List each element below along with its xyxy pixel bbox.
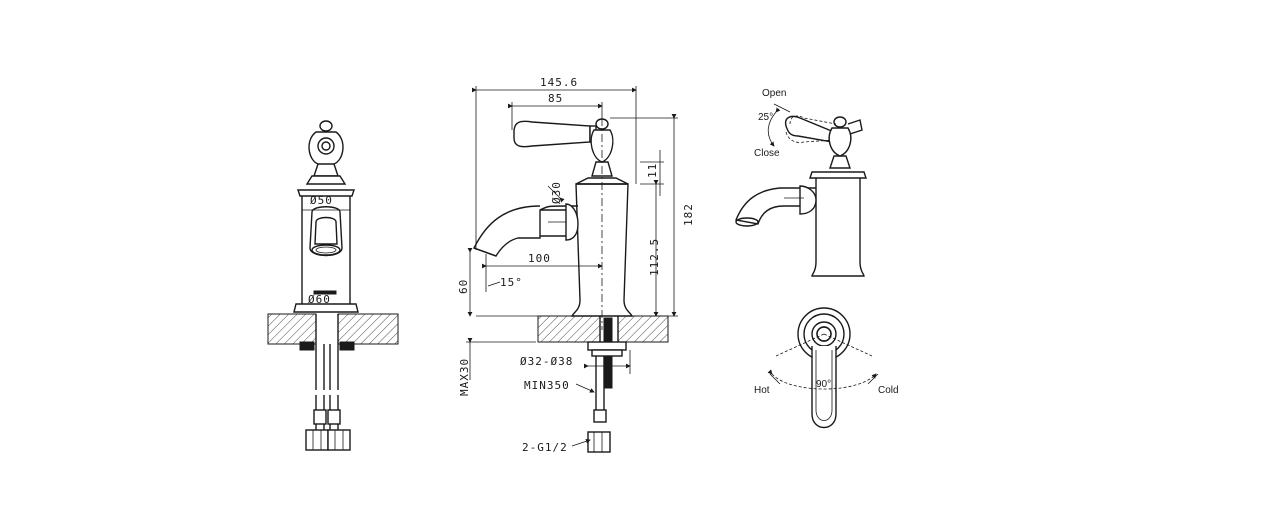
faucet-body-side [570, 118, 634, 330]
label-lever-angle: 25° [758, 112, 773, 123]
dim-spout-height: 60 [457, 279, 470, 294]
dim-hole-diameter: Ø32-Ø38 [520, 355, 573, 368]
label-open: Open [762, 88, 786, 99]
brand-logo [313, 290, 337, 295]
dim-max-deck: MAX30 [458, 358, 471, 396]
dim-total-depth: 145.6 [540, 76, 578, 89]
rotation-arc [767, 333, 879, 390]
top-view: Hot 90° Cold [754, 307, 899, 429]
dim-spout-diameter: Ø30 [550, 181, 563, 204]
label-close: Close [754, 148, 780, 159]
dim-min-hose: MIN350 [524, 379, 570, 392]
side-dimension-lines [466, 86, 678, 447]
dim-body-height: 112.5 [648, 238, 661, 276]
lever-handle-positions [767, 103, 863, 169]
lever-handle [513, 118, 614, 163]
faucet-body [293, 189, 359, 313]
dim-spout-angle: 15° [500, 276, 523, 289]
dim-hose-thread: 2-G1/2 [522, 441, 568, 454]
dim-spout-reach: 100 [528, 252, 551, 265]
operation-view: Open 25° Close [735, 88, 867, 277]
dim-handle-offset: 85 [548, 92, 563, 105]
spout-operation [735, 185, 817, 227]
label-cold: Cold [878, 385, 899, 396]
countertop-front [267, 313, 399, 345]
front-view: Ø50 Ø60 [267, 120, 399, 451]
spout-side [473, 203, 579, 257]
side-view: 145.6 85 Ø30 100 60 15° 11 112.5 182 Ø32… [457, 76, 695, 454]
label-hot: Hot [754, 385, 770, 396]
dim-total-height: 182 [682, 203, 695, 226]
dim-body-diameter: Ø50 [310, 194, 333, 207]
handle-knob [305, 120, 347, 185]
countertop-side [537, 315, 669, 343]
dim-cap-height: 11 [646, 163, 659, 178]
label-rotate-angle: 90° [816, 379, 831, 390]
mounting-hardware [299, 341, 355, 451]
spout-outlet [309, 206, 343, 257]
dim-base-diameter: Ø60 [308, 293, 331, 306]
faucet-body-operation [809, 171, 867, 277]
